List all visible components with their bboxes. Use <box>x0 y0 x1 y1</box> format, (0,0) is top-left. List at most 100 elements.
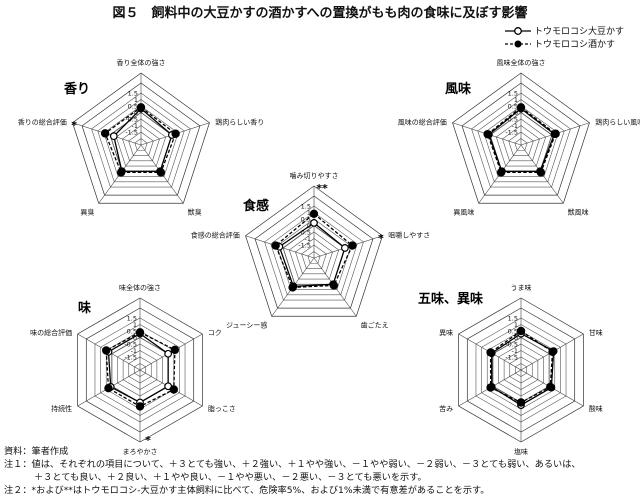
grid-ring <box>307 251 321 264</box>
tick-label: 1.5 <box>301 203 311 211</box>
grid-ring <box>471 92 571 188</box>
significance-mark: ** <box>316 182 328 195</box>
data-point-b <box>516 398 526 407</box>
series-line-a <box>278 222 346 288</box>
legend-label-series-b: トウモロコシ酒かす <box>534 40 616 50</box>
radar-chart-3: 1.510.50-0.5-1-1.5味全体の強さコク脂っこさまろやかさ*持続性味… <box>30 283 236 456</box>
radar-chart-1: 1.510.50-0.5-1-1.5風味全体の強さ鶏肉らしい風味獣風味異風味風味… <box>398 58 640 216</box>
legend-marker-filled-circle-icon <box>505 40 531 47</box>
series-line-b <box>274 212 354 289</box>
series-line-a <box>113 107 173 172</box>
data-point-b <box>496 168 506 177</box>
data-point-b <box>135 402 145 411</box>
data-point-b <box>271 241 280 250</box>
tick-label: -1 <box>305 235 311 243</box>
grid-ring <box>276 218 352 290</box>
grid-ring <box>264 205 364 301</box>
chart-title: 香り <box>63 81 90 97</box>
legend: トウモロコシ大豆かす トウモロコシ酒かす <box>505 24 624 50</box>
tick-label: 0.5 <box>301 216 311 224</box>
grid-ring <box>301 244 327 269</box>
category-label: 歯ごたえ <box>361 320 389 329</box>
legend-marker-open-circle-icon <box>505 26 531 35</box>
legend-item-series-b: トウモロコシ酒かす <box>505 37 624 50</box>
tick-label: 1 <box>307 209 311 217</box>
grid-ring <box>134 138 148 151</box>
data-point-b <box>136 103 146 112</box>
data-point-a <box>310 218 318 227</box>
outer-frame <box>452 72 590 204</box>
data-point-b <box>156 168 166 177</box>
series-line-b <box>486 106 557 173</box>
tick-label: -1.5 <box>124 354 137 362</box>
grid-ring <box>270 212 358 296</box>
category-label: 異臭 <box>80 207 94 216</box>
tick-label: 0 <box>514 334 518 342</box>
tick-label: 0.5 <box>508 328 518 336</box>
category-label: 風味の総合評価 <box>398 118 447 127</box>
data-point-b <box>169 385 178 394</box>
category-label: 食感の総合評価 <box>191 231 240 240</box>
figure-title: 図５ 飼料中の大豆かすの酒かすへの置換がもも肉の食味に及ぼす影響 <box>112 6 528 21</box>
radar-chart-0: 1.510.50-0.5-1-1.5香り全体の強さ鶏肉らしい香り獣臭異臭香りの総… <box>18 58 265 216</box>
data-point-b <box>516 103 526 112</box>
category-label: 味の総合評価 <box>30 328 72 337</box>
category-label: 異味 <box>439 328 453 337</box>
data-point-b <box>483 129 492 139</box>
category-label: 獣風味 <box>568 207 589 216</box>
tick-label: -0.5 <box>124 341 137 349</box>
category-label: 甘味 <box>589 328 603 337</box>
data-point-b <box>486 348 495 357</box>
tick-label: -1 <box>131 347 137 355</box>
chart-title: 風味 <box>445 81 471 97</box>
significance-mark: * <box>71 119 77 132</box>
tick-label: 1 <box>134 96 138 104</box>
category-label: 香りの総合評価 <box>18 118 67 127</box>
data-point-b <box>546 382 555 392</box>
category-label: 塩味 <box>514 447 528 456</box>
data-point-b <box>171 129 180 138</box>
data-point-b <box>100 129 110 138</box>
tick-label: 1.5 <box>128 90 138 98</box>
tick-label: 1 <box>133 321 137 329</box>
radar-chart-2: 1.510.50-0.5-1-1.5噛み切りやすさ**咀嚼しやすさ*歯ごたえジュ… <box>191 171 430 329</box>
outer-frame <box>81 82 201 196</box>
tick-label: -0.5 <box>125 116 138 124</box>
data-point-b <box>116 168 126 177</box>
category-label: まろやかさ <box>123 448 158 456</box>
tick-label: 0 <box>133 334 137 342</box>
data-point-b <box>486 383 495 392</box>
category-label: 獣臭 <box>188 207 202 216</box>
outer-frame <box>461 82 581 196</box>
category-label: 味全体の強さ <box>119 283 161 292</box>
tick-label: -0.5 <box>505 341 518 349</box>
tick-label: 0.5 <box>508 103 518 111</box>
data-point-b <box>170 345 180 355</box>
category-label: コク <box>208 329 222 337</box>
data-point-b <box>329 281 339 290</box>
tick-label: 0.5 <box>128 103 138 111</box>
category-label: 酸味 <box>589 404 603 413</box>
grid-ring <box>115 118 167 167</box>
outer-frame <box>245 185 383 317</box>
category-label: 香り全体の強さ <box>117 58 166 67</box>
grid-ring <box>122 125 160 162</box>
note-source: 資料：筆者作成 <box>4 446 69 457</box>
tick-label: -0.5 <box>505 116 518 124</box>
tick-label: -1.5 <box>505 129 518 137</box>
data-point-a <box>341 244 349 252</box>
tick-label: -1 <box>132 122 138 130</box>
tick-label: -1 <box>512 347 518 355</box>
data-point-b <box>309 209 319 218</box>
category-label: 苦み <box>439 404 453 413</box>
category-label: ジューシー感 <box>226 320 267 329</box>
series-line-b <box>104 106 177 173</box>
legend-item-series-a: トウモロコシ大豆かす <box>505 24 624 37</box>
series-line-a <box>488 107 556 172</box>
grid-ring <box>514 138 528 151</box>
chart-title: 味 <box>78 300 91 316</box>
grid-ring <box>495 118 547 167</box>
data-point-a <box>109 132 118 141</box>
grid-ring <box>477 99 565 183</box>
